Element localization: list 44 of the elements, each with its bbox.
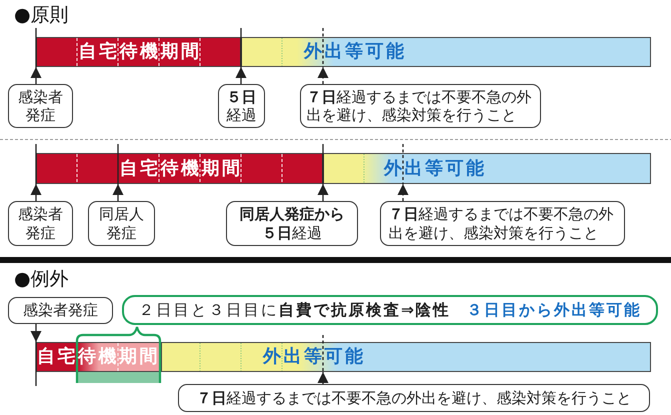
bar-label: 外出等可能 — [262, 347, 366, 367]
callout-box — [8, 297, 113, 324]
callout-box — [300, 84, 541, 128]
timeline-bar — [36, 37, 241, 67]
callout-box — [8, 84, 73, 128]
timeline-bar — [36, 342, 161, 372]
callout-text: 感染者発症 — [17, 88, 64, 124]
pointer-arrow — [30, 324, 42, 342]
bar-label: 自宅待機期間 — [78, 42, 202, 62]
callout-text: ７日経過するまでは不要不急の外出を避け、感染対策を行うこと — [388, 205, 614, 242]
bar-label: 自宅待機期間 — [37, 347, 160, 367]
timeline-bar — [241, 37, 651, 67]
callout-box — [218, 84, 265, 128]
callout-box — [88, 201, 155, 246]
callout-text: 感染者発症 — [17, 205, 64, 242]
timeline-bar — [161, 342, 651, 372]
timeline-bar — [36, 153, 323, 184]
note-highlight-text: ３日目から外出等可能 — [466, 300, 642, 320]
pointer-arrow — [398, 184, 408, 201]
note-text: ２日目と３日目に自費で抗原検査⇒陰性 — [138, 300, 450, 320]
callout-text: ７日経過するまでは不要不急の外出を避け、感染対策を行うこと — [306, 88, 532, 124]
callout-text: 同居人発症 — [98, 205, 145, 242]
callout-box — [178, 384, 650, 412]
section-heading: ●例外 — [14, 268, 69, 291]
timeline-bar — [323, 153, 651, 184]
callout-box — [226, 201, 358, 246]
bar-label: 外出等可能 — [384, 158, 486, 178]
callout-box — [8, 201, 73, 246]
pointer-arrow — [318, 184, 328, 201]
pointer-arrow — [318, 67, 328, 84]
callout-text: 同居人発症から５日経過 — [238, 205, 346, 242]
pointer-arrow — [236, 67, 246, 84]
callout-text: ７日経過するまでは不要不急の外出を避け、感染対策を行うこと — [196, 388, 632, 408]
callout-text: ５日経過 — [226, 88, 258, 124]
pointer-arrow — [112, 184, 124, 201]
callout-text: 感染者発症 — [23, 301, 98, 320]
pointer-arrow — [30, 184, 42, 201]
section-heading: ●原則 — [14, 4, 69, 27]
callout-box — [380, 201, 625, 246]
pointer-arrow — [30, 67, 42, 84]
bar-label: 自宅待機期間 — [120, 158, 242, 178]
pointer-arrow — [318, 372, 328, 384]
bar-label: 外出等可能 — [304, 42, 406, 62]
note-box — [122, 295, 658, 325]
